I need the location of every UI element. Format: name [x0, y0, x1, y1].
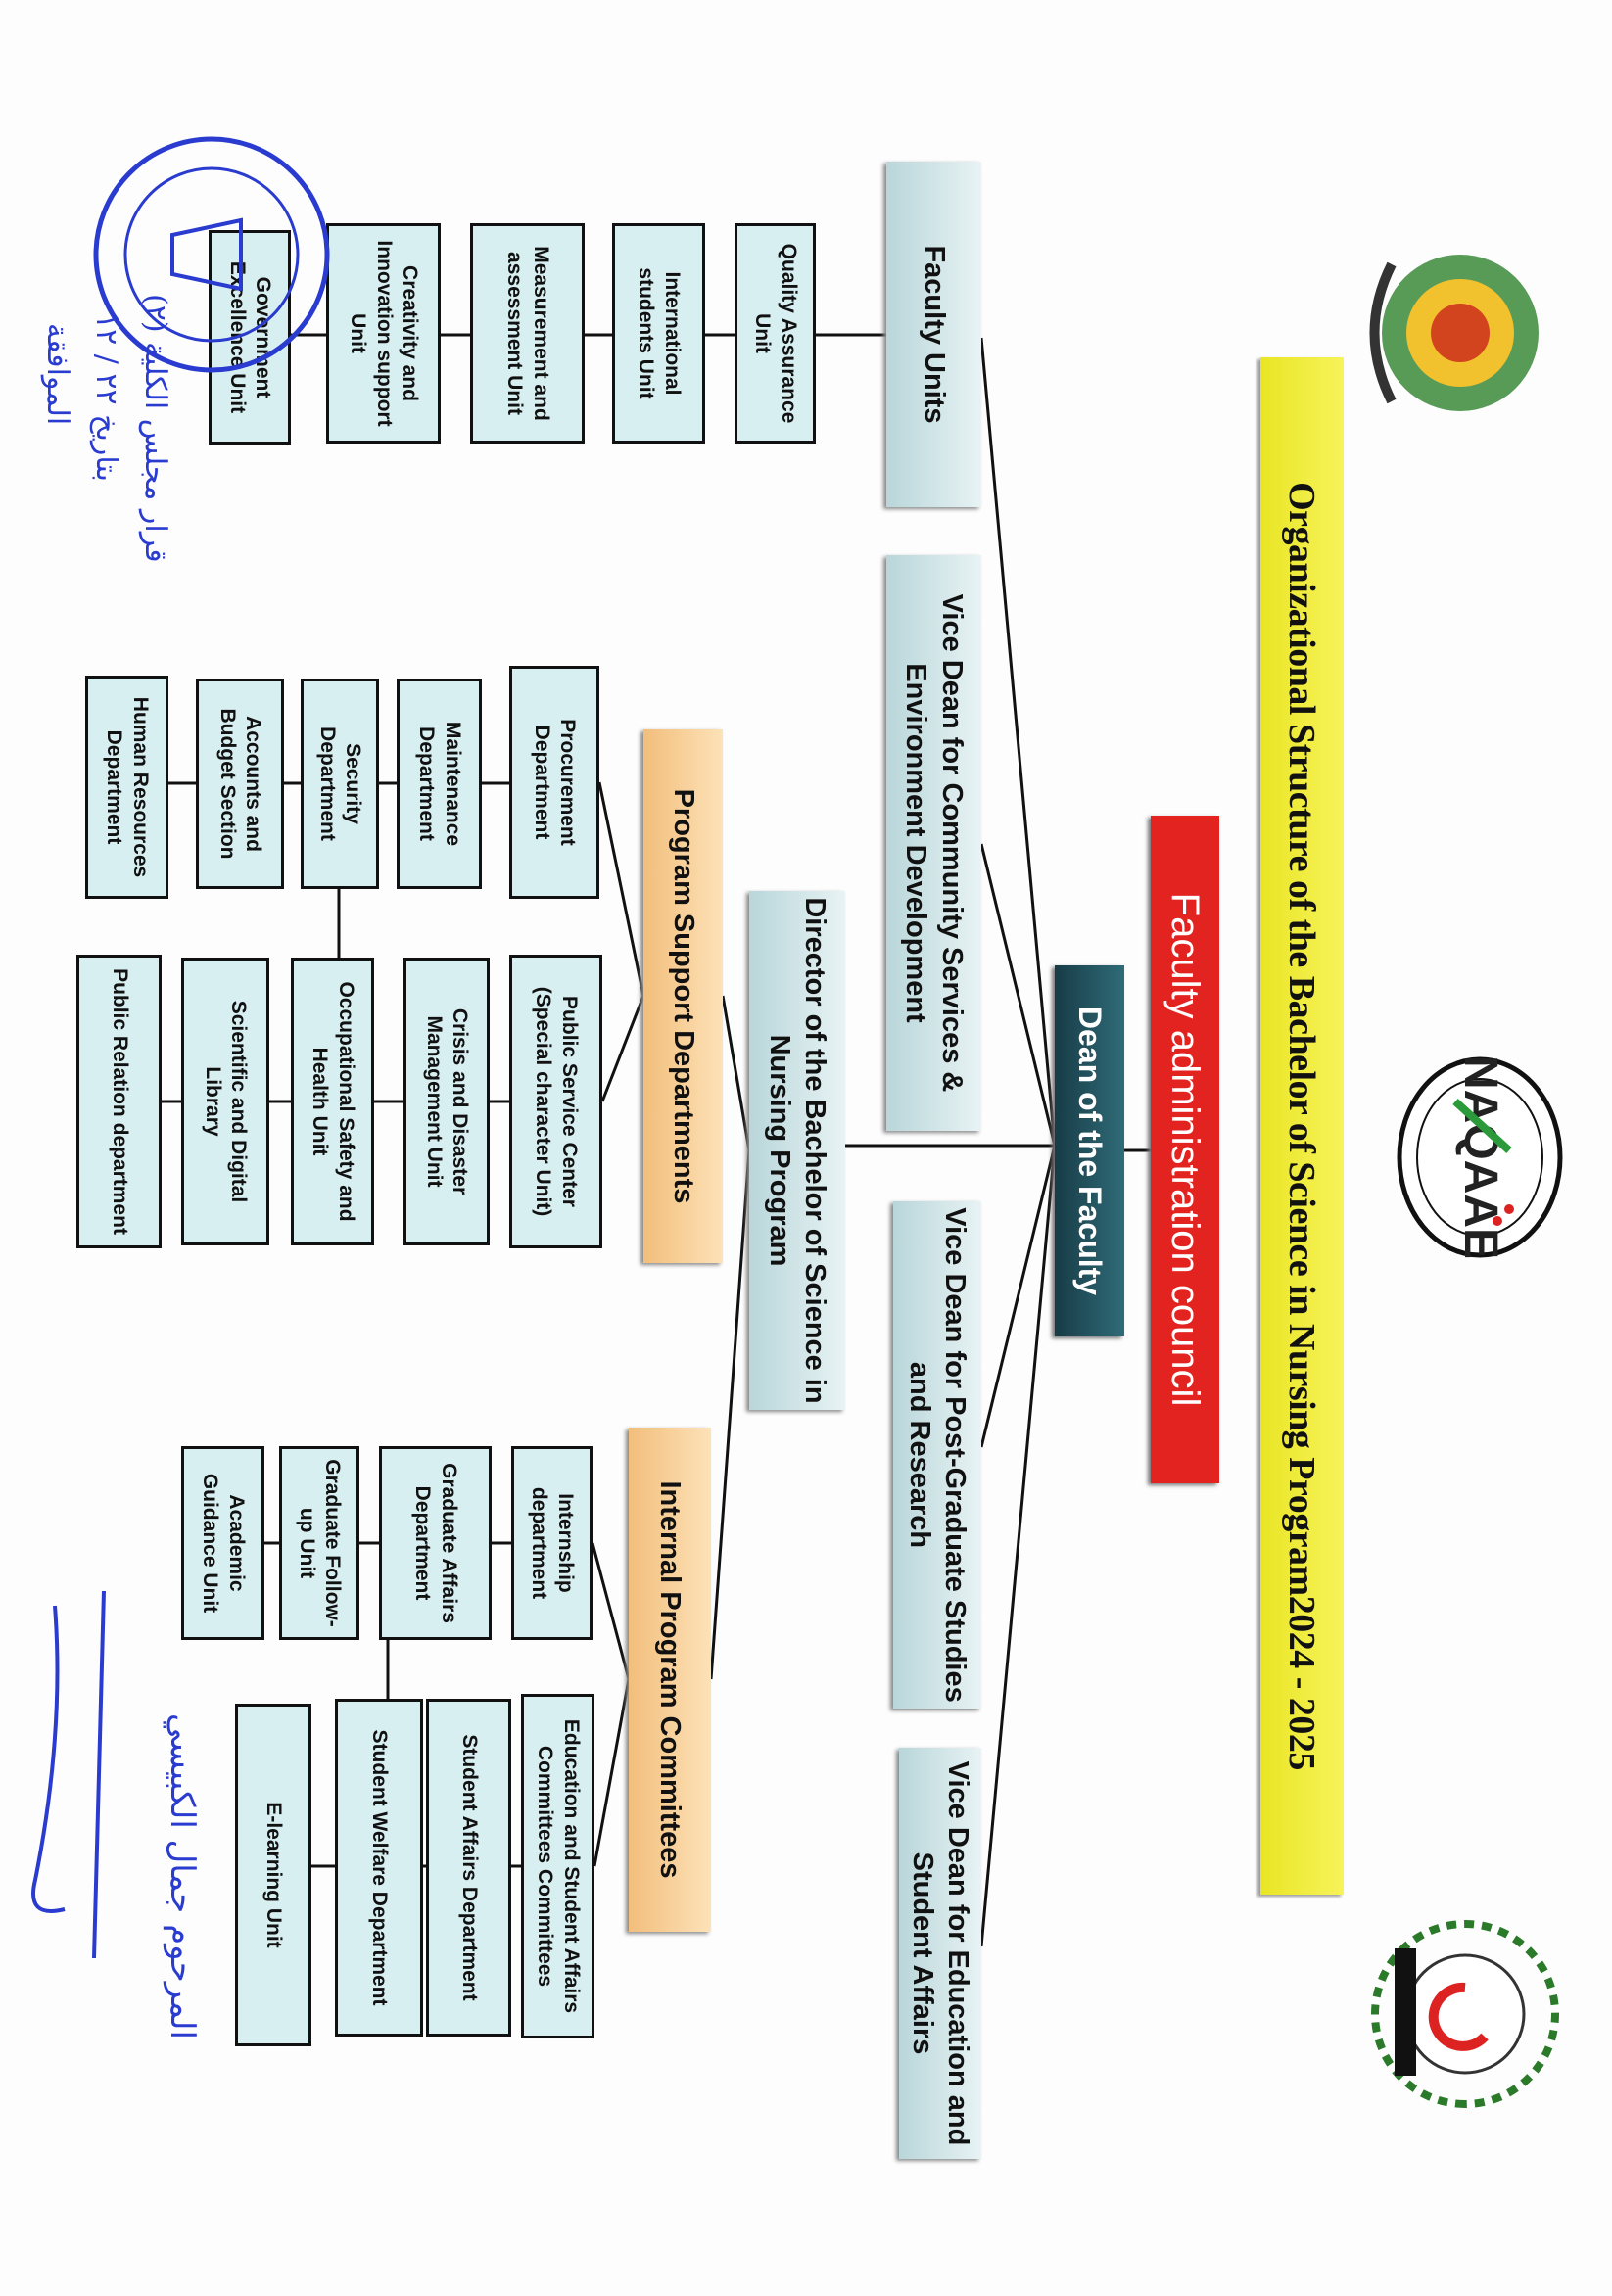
- committee-box: Student Welfare Department: [335, 1699, 423, 2037]
- dean-box: Dean of the Faculty: [1055, 965, 1124, 1336]
- dean-vd-postgrad-line: [979, 1145, 1057, 1448]
- council-decision-note: قرار مجلس الكلية (٢): [138, 294, 172, 563]
- official-stamp: [93, 136, 330, 373]
- support-dept-box: Security Department: [301, 679, 379, 889]
- faculty-unit-box: Quality Assurance Unit: [735, 223, 816, 444]
- committees-left-line: [591, 1542, 631, 1680]
- director-committees-line: [709, 1149, 751, 1680]
- director-support-line: [721, 995, 751, 1151]
- support-dept-box: Procurement Department: [509, 666, 599, 899]
- faculty-units-box: Faculty Units: [886, 162, 981, 507]
- support-dept-box: Maintenance Department: [397, 679, 482, 889]
- faculty-unit-box: Measurement and assessment Unit: [470, 223, 585, 444]
- handwritten-signature: [31, 1590, 106, 1959]
- committee-box: Graduate Affairs Department: [379, 1446, 492, 1640]
- faculty-unit-box: International students Unit: [612, 223, 705, 444]
- decision-date-note: بتاريخ ٢٢ / ١٢: [89, 313, 123, 482]
- committees-right-line: [593, 1678, 631, 1867]
- program-director-box: Director of the Bachelor of Science in N…: [749, 891, 845, 1410]
- internal-committees-box: Internal Program Committees: [629, 1428, 711, 1932]
- dean-faculty-units-line: [979, 337, 1057, 1147]
- support-dept-box: Occupational Safety and Health Unit: [291, 958, 374, 1245]
- university-emblem-logo: [1369, 255, 1539, 411]
- vice-dean-community-box: Vice Dean for Community Services & Envir…: [886, 555, 981, 1131]
- faculty-unit-box: Creativity and Innovation support Unit: [326, 223, 441, 444]
- support-dept-box: Crisis and Disaster Management Unit: [403, 958, 490, 1245]
- support-dept-box: Human Resources Department: [85, 676, 168, 899]
- committee-box: Graduate Follow-up Unit: [279, 1446, 359, 1640]
- support-dept-box: Public Relation department: [76, 955, 162, 1248]
- support-dept-box: Scientific and Digital Library: [181, 958, 269, 1245]
- faculty-council-box: Faculty administration council: [1151, 816, 1219, 1483]
- committee-box: Academic Guidance Unit: [181, 1446, 264, 1640]
- dean-vd-community-line: [979, 843, 1057, 1147]
- vice-dean-education-box: Vice Dean for Education and Student Affa…: [899, 1748, 981, 2159]
- signature-name: المرحوم جمال الكبيسي: [163, 1713, 202, 2039]
- committee-box: Education and Student Affairs Committees…: [521, 1694, 594, 2038]
- approval-note: الموافقة: [40, 323, 74, 426]
- committee-box: E-learning Unit: [235, 1704, 311, 2046]
- support-right-line: [600, 995, 645, 1102]
- page-title: Organizational Structure of the Bachelor…: [1260, 357, 1344, 1895]
- dean-vd-education-line: [979, 1145, 1057, 1947]
- svg-text:NAQAAE: NAQAAE: [1454, 1055, 1506, 1259]
- support-dept-box: Public Service Center (Special character…: [509, 955, 602, 1248]
- program-support-box: Program Support Departments: [643, 729, 723, 1263]
- support-dept-box: Accounts and Budget Section: [196, 679, 284, 889]
- vice-dean-postgrad-box: Vice Dean for Post-Graduate Studies and …: [893, 1201, 981, 1709]
- committee-box: Student Affairs Department: [426, 1699, 511, 2037]
- accreditation-logo: NAQAAE: [1397, 1055, 1563, 1259]
- support-left-line: [597, 781, 645, 997]
- committee-box: Internship department: [511, 1446, 593, 1640]
- faculty-logo: [1371, 1920, 1559, 2108]
